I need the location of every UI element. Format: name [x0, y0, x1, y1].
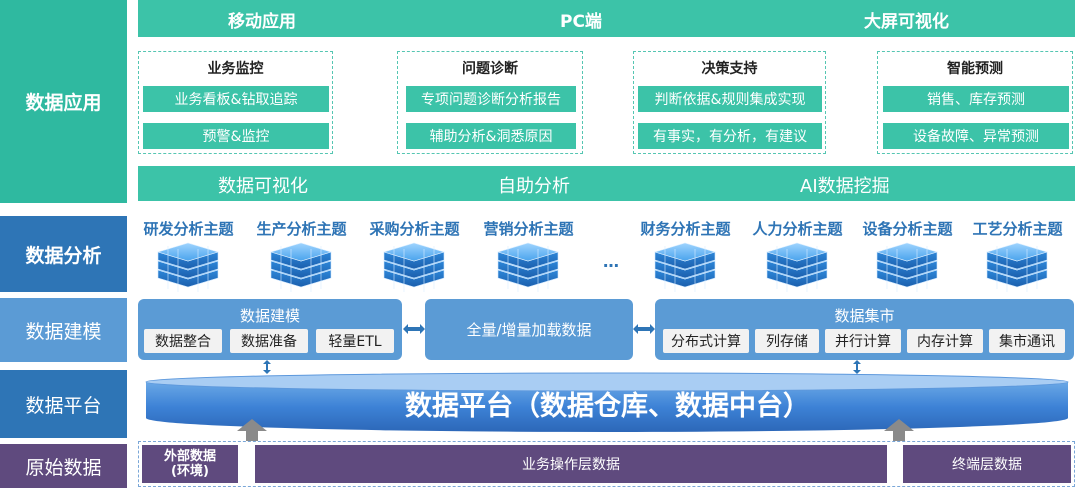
cube-icons — [156, 242, 1049, 292]
datamart-box: 数据集市 分布式计算 列存储 并行计算 内存计算 集市通讯 — [655, 299, 1074, 360]
app-group-title: 问题诊断 — [462, 61, 518, 77]
datamart-item[interactable]: 内存计算 — [907, 329, 983, 353]
datamart-item[interactable]: 并行计算 — [825, 329, 901, 353]
app-item[interactable]: 有事实，有分析，有建议 — [638, 123, 822, 149]
datamart-item[interactable]: 分布式计算 — [663, 329, 749, 353]
up-arrow-icon — [884, 419, 914, 443]
app-group-title: 智能预测 — [947, 61, 1003, 77]
raw-terminal[interactable]: 终端层数据 — [903, 445, 1071, 483]
theme-production: 生产分析主题 — [256, 220, 347, 238]
raw-external[interactable]: 外部数据 (环境) — [142, 445, 238, 483]
app-item[interactable]: 判断依据&规则集成实现 — [638, 86, 822, 112]
capability-visualization: 数据可视化 — [218, 176, 308, 197]
layer-label-modeling: 数据建模 — [0, 298, 127, 362]
theme-hr: 人力分析主题 — [752, 220, 843, 238]
modeling-box: 数据建模 数据整合 数据准备 轻量ETL — [138, 299, 402, 360]
theme-process: 工艺分析主题 — [972, 220, 1063, 238]
theme-marketing: 营销分析主题 — [483, 220, 574, 238]
layer-label-app: 数据应用 — [0, 0, 127, 203]
data-cube-icon — [382, 242, 446, 292]
channel-mobile: 移动应用 — [228, 12, 296, 32]
app-item[interactable]: 设备故障、异常预测 — [883, 123, 1069, 149]
theme-rd: 研发分析主题 — [143, 220, 234, 238]
app-item[interactable]: 业务看板&钻取追踪 — [143, 86, 329, 112]
platform-cylinder — [145, 372, 1069, 432]
data-cube-icon — [156, 242, 220, 292]
app-group-prediction: 智能预测 销售、库存预测 设备故障、异常预测 — [877, 51, 1073, 154]
load-data-label: 全量/增量加载数据 — [466, 321, 592, 339]
vertical-arrow-icon — [853, 360, 861, 374]
app-item[interactable]: 销售、库存预测 — [883, 86, 1069, 112]
modeling-item[interactable]: 轻量ETL — [316, 329, 394, 353]
theme-equipment: 设备分析主题 — [862, 220, 953, 238]
raw-business[interactable]: 业务操作层数据 — [255, 445, 887, 483]
datamart-item[interactable]: 集市通讯 — [989, 329, 1065, 353]
data-cube-icon — [496, 242, 560, 292]
vertical-arrow-icon — [263, 360, 271, 374]
double-arrow-icon — [403, 324, 425, 334]
theme-finance: 财务分析主题 — [640, 220, 731, 238]
up-arrow-icon — [237, 419, 267, 443]
app-group-title: 业务监控 — [207, 61, 264, 77]
data-cube-icon — [765, 242, 829, 292]
app-item[interactable]: 专项问题诊断分析报告 — [406, 86, 576, 112]
layer-label-analysis: 数据分析 — [0, 216, 127, 292]
modeling-item[interactable]: 数据准备 — [230, 329, 308, 353]
capability-ai-mining: AI数据挖掘 — [800, 176, 890, 197]
platform-title: 数据平台（数据仓库、数据中台） — [405, 391, 810, 422]
double-arrow-icon — [633, 324, 655, 334]
channel-bigscreen: 大屏可视化 — [864, 12, 949, 32]
channel-pc: PC端 — [560, 12, 602, 32]
capability-self-service: 自助分析 — [498, 176, 570, 197]
app-group-diagnosis: 问题诊断 专项问题诊断分析报告 辅助分析&洞悉原因 — [397, 51, 583, 154]
app-group-decision: 决策支持 判断依据&规则集成实现 有事实，有分析，有建议 — [633, 51, 826, 154]
data-cube-icon — [269, 242, 333, 292]
theme-purchase: 采购分析主题 — [369, 220, 460, 238]
load-data-box[interactable]: 全量/增量加载数据 — [425, 299, 633, 360]
ellipsis: … — [603, 252, 619, 271]
layer-label-raw: 原始数据 — [0, 444, 127, 488]
channel-bar: 移动应用 PC端 大屏可视化 — [138, 0, 1075, 37]
modeling-item[interactable]: 数据整合 — [144, 329, 222, 353]
data-cube-icon — [875, 242, 939, 292]
layer-label-platform: 数据平台 — [0, 370, 127, 438]
datamart-item[interactable]: 列存储 — [755, 329, 819, 353]
data-cube-icon — [985, 242, 1049, 292]
app-group-title: 决策支持 — [701, 61, 758, 77]
app-item[interactable]: 辅助分析&洞悉原因 — [406, 123, 576, 149]
modeling-title: 数据建模 — [239, 307, 300, 325]
app-item[interactable]: 预警&监控 — [143, 123, 329, 149]
data-cube-icon — [653, 242, 717, 292]
capability-bar: 数据可视化 自助分析 AI数据挖掘 — [138, 166, 1075, 201]
datamart-title: 数据集市 — [834, 307, 895, 325]
app-group-monitor: 业务监控 业务看板&钻取追踪 预警&监控 — [138, 51, 333, 154]
